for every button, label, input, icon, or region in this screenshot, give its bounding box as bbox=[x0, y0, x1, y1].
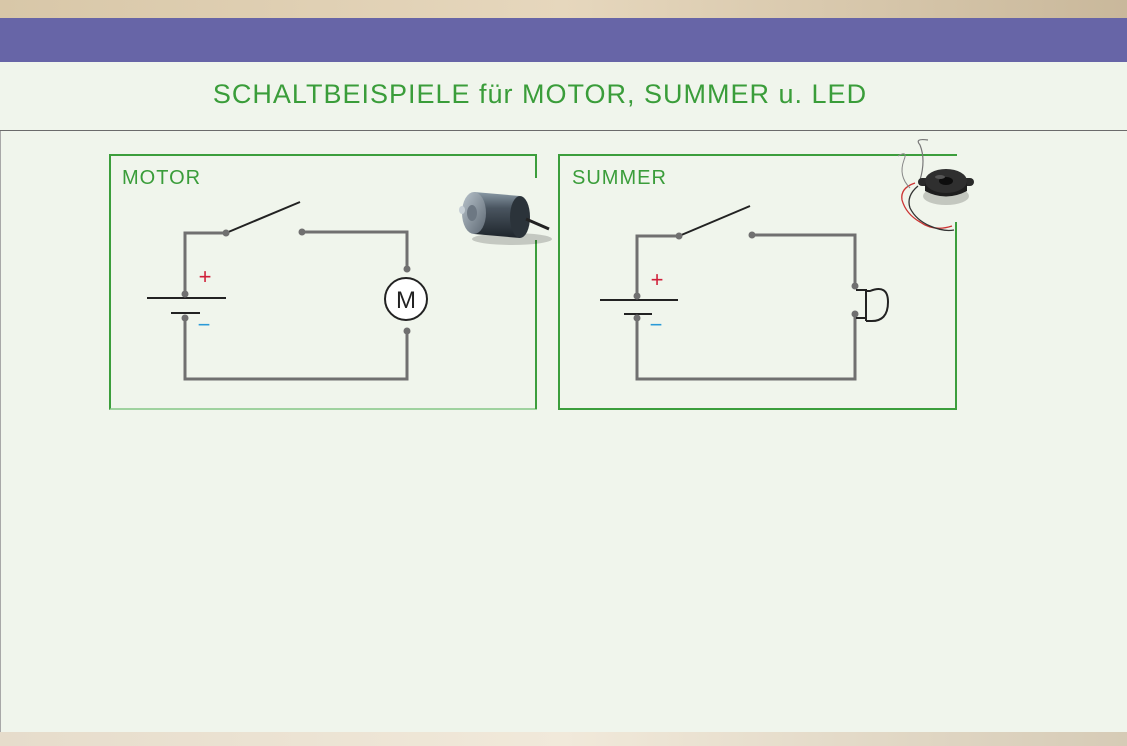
summer-plus-sign: + bbox=[651, 267, 664, 292]
title-area: SCHALTBEISPIELE für MOTOR, SUMMER u. LED bbox=[0, 62, 1127, 131]
summer-battery-symbol bbox=[600, 299, 678, 315]
summer-label: SUMMER bbox=[572, 167, 667, 189]
motor-circuit: M + − bbox=[147, 201, 428, 381]
summer-wires bbox=[635, 233, 857, 381]
motor-switch bbox=[225, 201, 301, 234]
motor-minus-sign: − bbox=[198, 312, 211, 337]
panel-left-edge bbox=[0, 131, 1, 732]
bottom-background-strip bbox=[0, 732, 1127, 746]
page-title: SCHALTBEISPIELE für MOTOR, SUMMER u. LED bbox=[212, 79, 868, 109]
motor-photo-icon bbox=[459, 192, 552, 245]
summer-circuit: + − bbox=[600, 205, 890, 381]
summer-switch bbox=[678, 205, 751, 237]
motor-wires bbox=[183, 230, 409, 381]
top-background-strip bbox=[0, 0, 1127, 18]
summer-minus-sign: − bbox=[650, 312, 663, 337]
motor-battery-symbol bbox=[147, 297, 226, 314]
buzzer-symbol bbox=[856, 288, 890, 323]
summer-junction-dots bbox=[633, 231, 859, 322]
header-bar bbox=[0, 18, 1127, 62]
motor-plus-sign: + bbox=[199, 264, 212, 289]
buzzer-photo-icon bbox=[897, 138, 974, 232]
motor-label: MOTOR bbox=[122, 167, 202, 189]
motor-symbol-letter: M bbox=[396, 287, 416, 314]
motor-symbol-circle bbox=[384, 277, 428, 321]
motor-junction-dots bbox=[181, 228, 411, 335]
summer-box bbox=[558, 154, 957, 410]
motor-box bbox=[109, 154, 537, 410]
